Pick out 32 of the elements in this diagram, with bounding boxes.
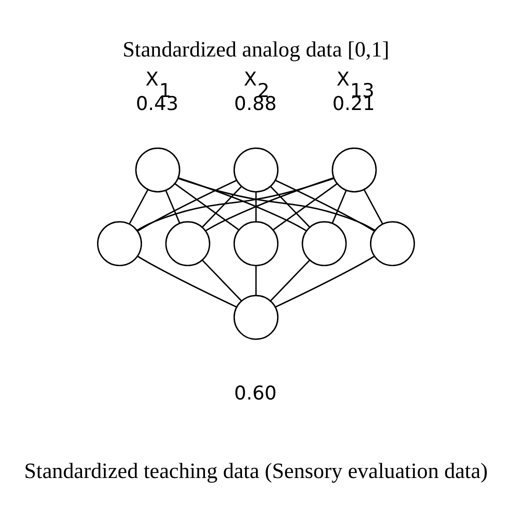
connector bbox=[331, 190, 346, 224]
connector bbox=[178, 178, 375, 231]
connector bbox=[254, 192, 256, 222]
connector bbox=[269, 260, 310, 302]
node-circle bbox=[369, 221, 414, 266]
connector bbox=[272, 183, 338, 230]
node-circle bbox=[232, 147, 278, 192]
node-circle bbox=[301, 221, 346, 266]
node-circle bbox=[96, 221, 142, 266]
connector bbox=[363, 189, 383, 224]
connector bbox=[164, 190, 180, 224]
diagram-title: Standardized analog data [0,1] bbox=[122, 37, 389, 62]
connector bbox=[136, 180, 236, 232]
connector bbox=[178, 177, 306, 232]
node-circle bbox=[232, 294, 278, 340]
connector bbox=[136, 178, 334, 231]
node-label: 0.60 bbox=[234, 382, 276, 405]
connector bbox=[274, 256, 374, 308]
connector bbox=[136, 256, 236, 308]
connector bbox=[204, 177, 334, 232]
connector bbox=[128, 189, 148, 224]
connector bbox=[274, 180, 374, 232]
connector bbox=[201, 186, 242, 228]
node-circle bbox=[232, 221, 278, 266]
node-circle bbox=[134, 147, 180, 192]
connector bbox=[254, 266, 256, 296]
connector bbox=[174, 183, 238, 230]
node-circle bbox=[164, 221, 210, 266]
connector bbox=[201, 260, 242, 302]
caption: Standardized teaching data (Sensory evaluation data) bbox=[24, 459, 488, 484]
node-circle bbox=[331, 147, 376, 192]
connector bbox=[269, 186, 310, 228]
